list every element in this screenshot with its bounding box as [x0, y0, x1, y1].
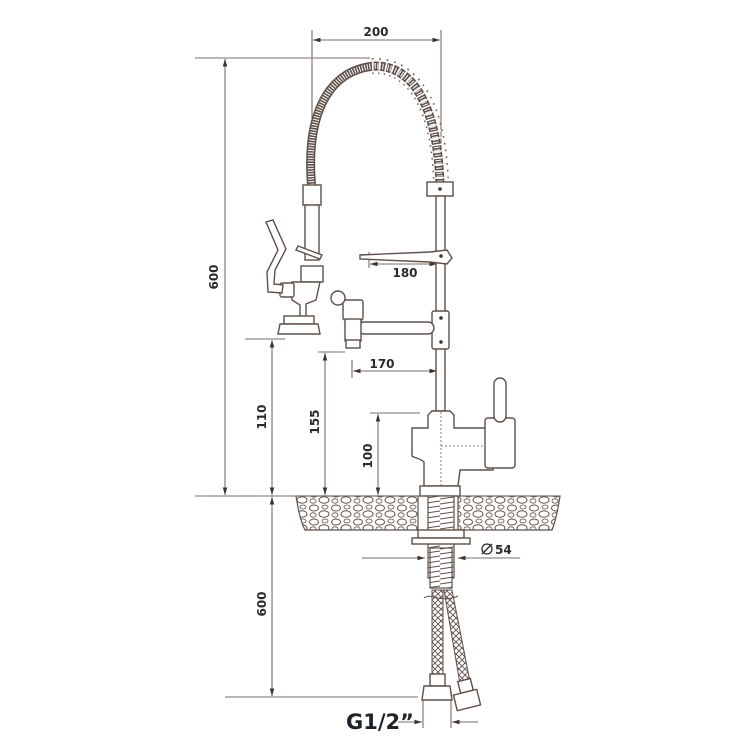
faucet-body — [411, 377, 516, 497]
dimension-labels: 200 600 180 170 110 155 100 600 54 G1/2” — [207, 25, 512, 734]
faucet-column — [359, 195, 453, 412]
supply-hoses — [421, 589, 482, 712]
dimension-lines — [222, 37, 520, 728]
shank — [411, 495, 471, 589]
dim-180: 180 — [392, 266, 417, 280]
dim-600-top: 600 — [207, 264, 221, 289]
dim-54: 54 — [495, 543, 512, 557]
diameter-symbol-icon — [481, 543, 493, 555]
spray-valve — [265, 184, 324, 335]
dim-110: 110 — [255, 404, 269, 429]
dim-100: 100 — [361, 443, 375, 468]
connector-label: G1/2” — [346, 710, 414, 734]
dim-155: 155 — [308, 409, 322, 434]
dim-170: 170 — [369, 357, 394, 371]
auxiliary-spout — [330, 290, 435, 349]
dim-600-bottom: 600 — [255, 591, 269, 616]
spring-hose — [306, 58, 454, 197]
countertop — [295, 495, 561, 531]
dim-200: 200 — [363, 25, 388, 39]
